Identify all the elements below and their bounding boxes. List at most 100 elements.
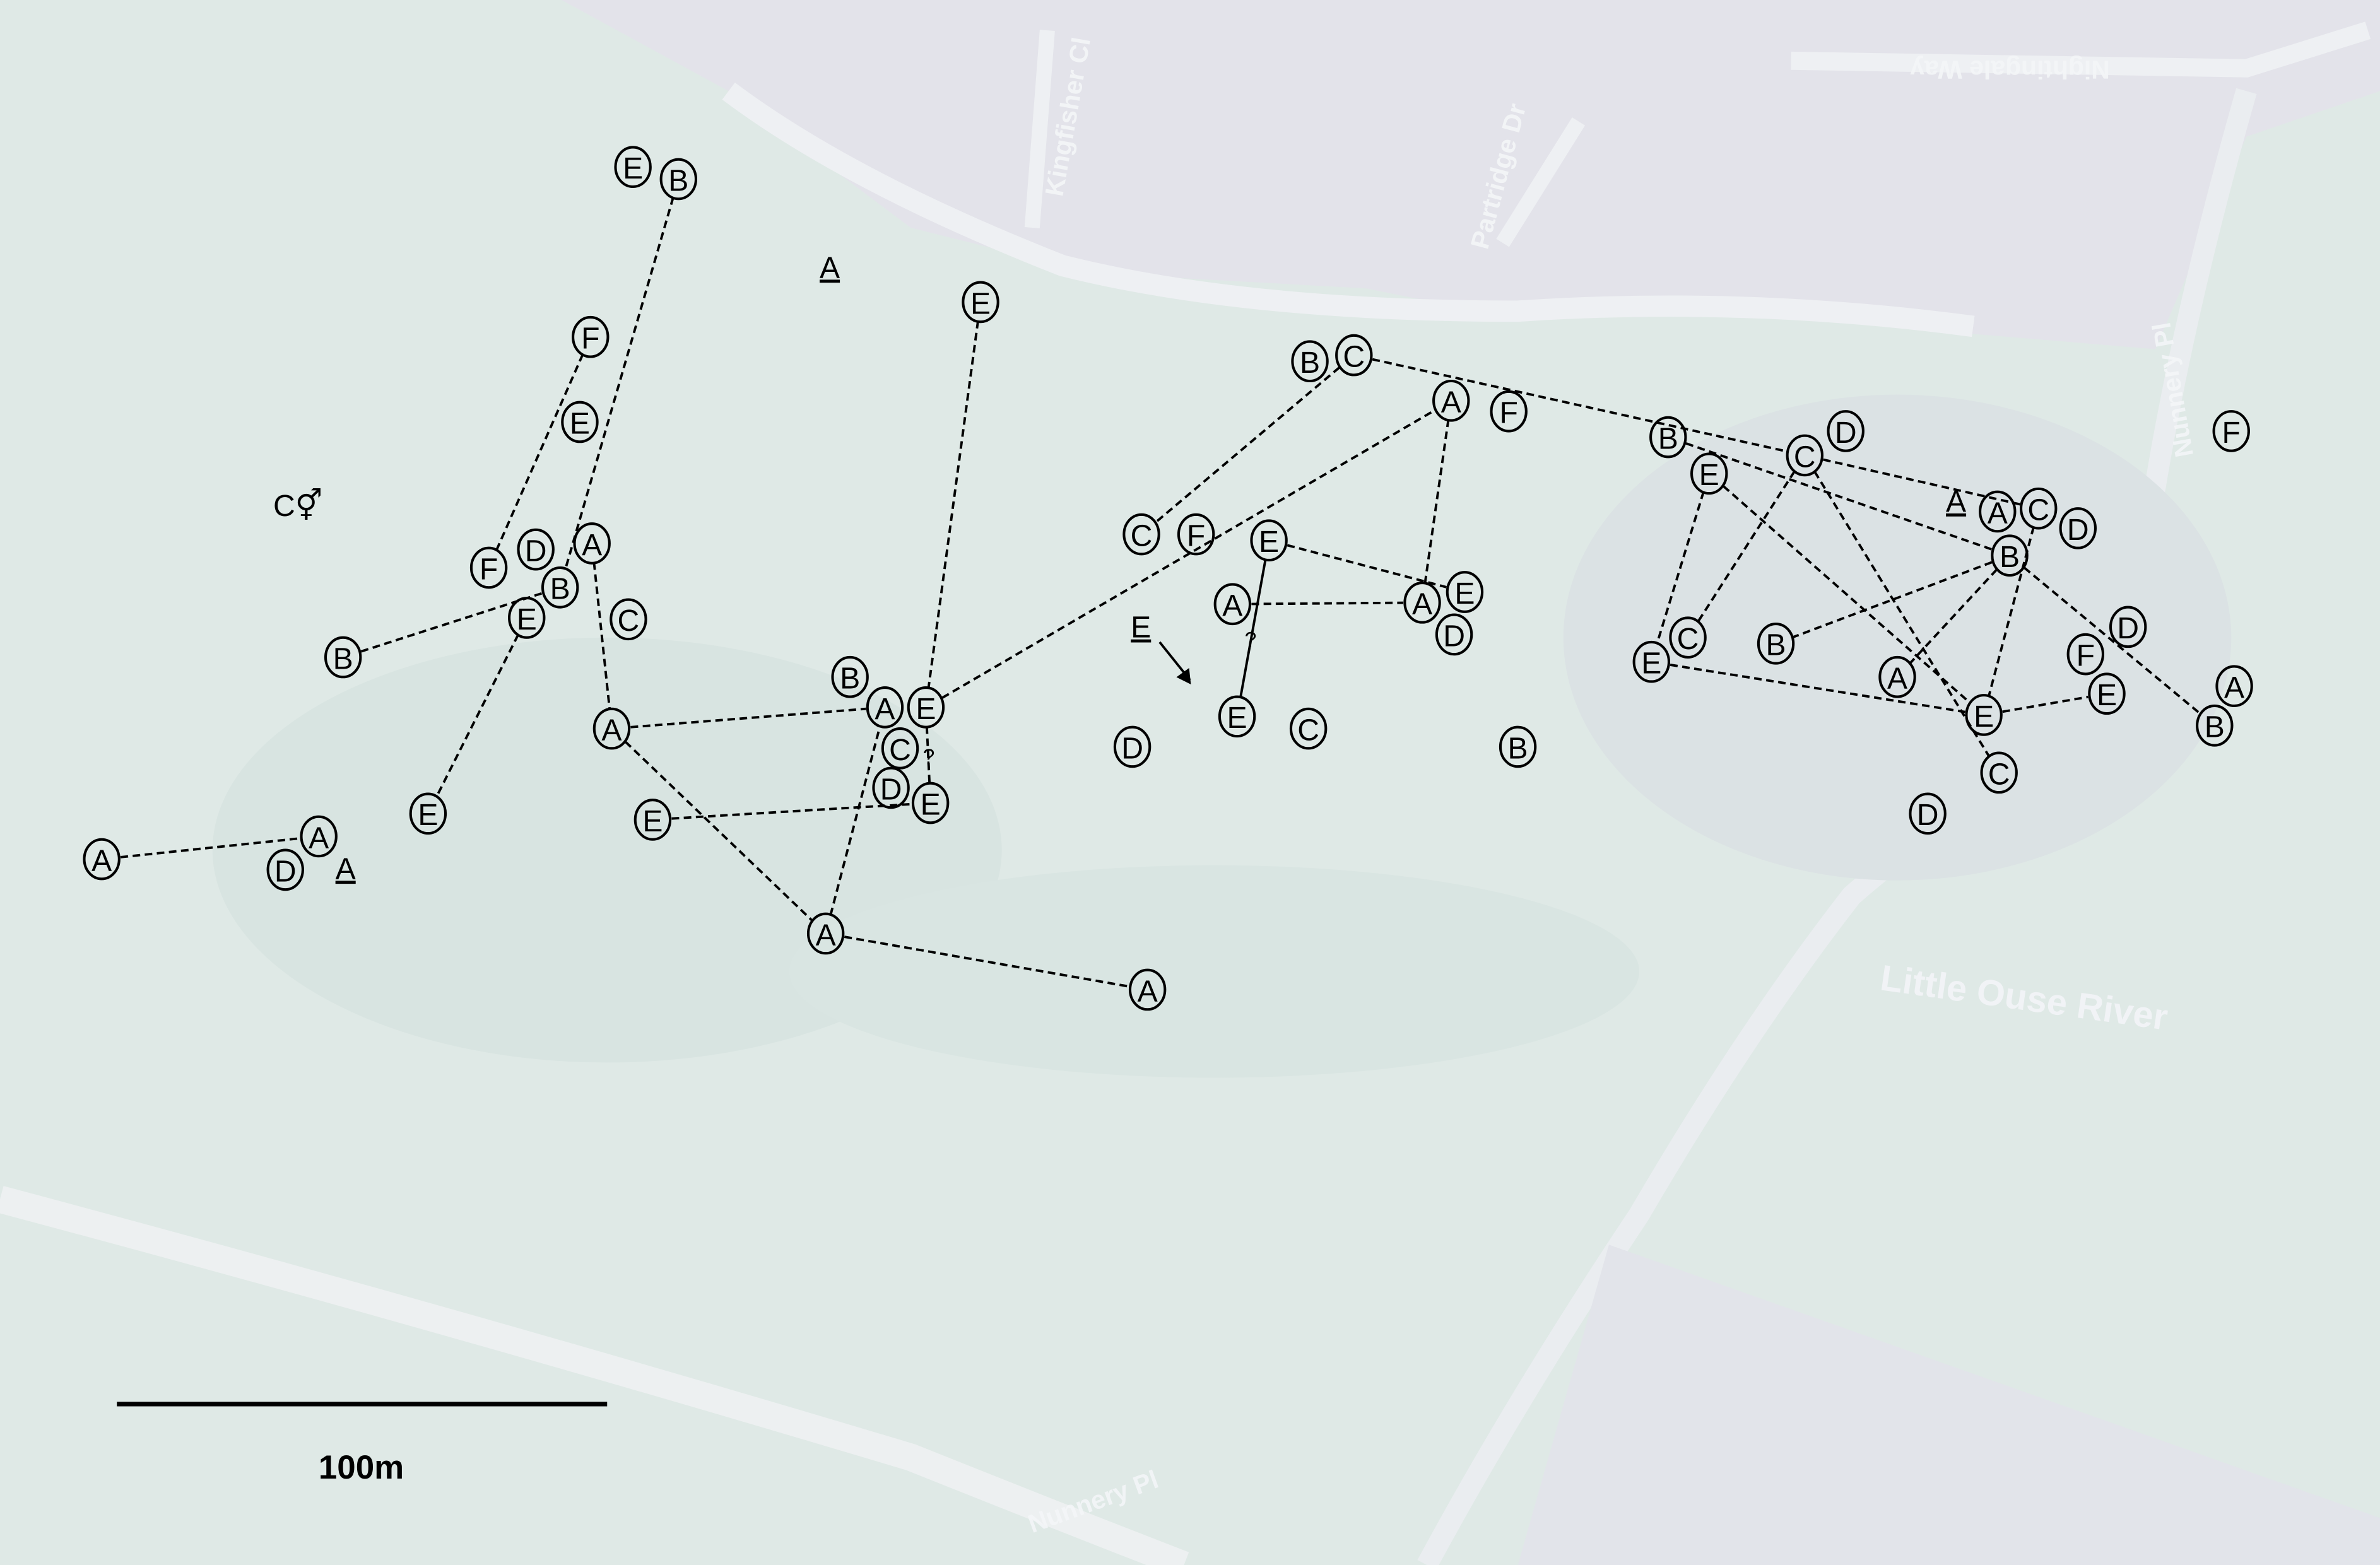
marker-d[interactable]: D	[2059, 507, 2097, 549]
marker-a[interactable]: A	[83, 838, 121, 881]
movement-link	[1793, 561, 1993, 638]
marker-label: A	[1441, 385, 1461, 419]
marker-e[interactable]: E	[2088, 672, 2126, 715]
marker-d[interactable]: D	[266, 848, 304, 891]
road	[1024, 30, 1055, 228]
urban-area	[1517, 1245, 2380, 1565]
marker-e[interactable]: E	[1690, 452, 1728, 495]
marker-label: D	[1121, 731, 1143, 765]
marker-e[interactable]: E	[1446, 571, 1484, 613]
marker-e[interactable]: E	[633, 799, 672, 841]
marker-e[interactable]: E	[907, 686, 945, 729]
marker-c[interactable]: C	[1669, 616, 1707, 659]
marker-e[interactable]: E	[1965, 694, 2003, 736]
marker-d[interactable]: D	[2109, 606, 2147, 648]
marker-b[interactable]: B	[831, 655, 869, 698]
marker-circle	[2066, 633, 2105, 676]
marker-a[interactable]: A	[592, 707, 631, 750]
marker-f[interactable]: F	[1490, 390, 1528, 433]
marker-c[interactable]: C	[1335, 334, 1373, 377]
marker-c[interactable]: C	[1980, 751, 2018, 794]
marker-label: A	[2224, 671, 2244, 705]
marker-d[interactable]: D	[1909, 792, 1947, 835]
marker-f[interactable]: F	[572, 315, 610, 358]
marker-a[interactable]: A	[1403, 582, 1441, 624]
marker-d[interactable]: D	[1435, 613, 1473, 656]
marker-a[interactable]: A	[573, 522, 611, 565]
marker-b[interactable]: B	[1291, 340, 1329, 383]
marker-c[interactable]: C	[881, 727, 919, 770]
marker-e[interactable]: E	[409, 792, 447, 835]
marker-circle	[1218, 695, 1256, 738]
marker-label: F	[581, 322, 599, 356]
marker-c[interactable]: C	[1122, 513, 1160, 556]
movement-link	[1155, 366, 1341, 524]
marker-e[interactable]: E	[1218, 695, 1256, 738]
marker-a[interactable]: A	[806, 912, 845, 955]
road	[0, 1186, 1189, 1565]
marker-a[interactable]: A	[1878, 655, 1916, 698]
movement-link	[1372, 358, 1787, 453]
marker-e[interactable]: E	[614, 146, 652, 189]
marker-circle	[1435, 613, 1473, 656]
marker-c[interactable]: C	[1786, 434, 1823, 477]
marker-circle	[2215, 665, 2253, 708]
marker-e[interactable]: E	[1632, 640, 1671, 683]
marker-circle	[1786, 434, 1823, 477]
marker-b[interactable]: B	[1499, 725, 1537, 768]
marker-e[interactable]: E	[962, 281, 999, 324]
marker-c[interactable]: C	[1289, 707, 1328, 750]
road-name-nightingale: Nightingale Way	[1910, 55, 2110, 84]
marker-e[interactable]: E	[508, 597, 546, 639]
marker-b[interactable]: B	[2196, 704, 2234, 747]
marker-circle	[1446, 571, 1484, 613]
marker-label: E	[1641, 647, 1661, 681]
sex-label: C⚥	[273, 488, 322, 523]
marker-b[interactable]: B	[1991, 534, 2029, 577]
marker-b[interactable]: B	[1757, 622, 1795, 665]
marker-circle	[1965, 694, 2003, 736]
marker-e[interactable]: E	[561, 401, 599, 443]
marker-label: F	[1187, 519, 1205, 553]
marker-e[interactable]: E	[1250, 519, 1288, 562]
marker-label: C	[1988, 757, 2010, 791]
marker-c[interactable]: C	[2020, 487, 2058, 530]
marker-circle	[1177, 513, 1215, 556]
marker-label: E	[1454, 577, 1475, 611]
marker-b[interactable]: B	[324, 636, 362, 679]
marker-circle	[1979, 490, 2017, 533]
marker-a[interactable]: A	[300, 815, 338, 858]
marker-d[interactable]: D	[1113, 725, 1152, 768]
marker-a[interactable]: A	[1979, 490, 2017, 533]
marker-e[interactable]: E	[911, 782, 950, 824]
marker-a[interactable]: A	[866, 686, 904, 729]
marker-label: D	[525, 534, 547, 568]
marker-d[interactable]: D	[517, 528, 555, 571]
marker-label: E	[1259, 525, 1279, 559]
arrow-icon	[1158, 641, 1191, 684]
marker-b[interactable]: B	[1649, 416, 1687, 459]
marker-a[interactable]: A	[2215, 665, 2253, 708]
marker-b[interactable]: B	[659, 158, 698, 201]
marker-a[interactable]: A	[1128, 968, 1167, 1011]
marker-circle	[1291, 340, 1329, 383]
road	[1791, 21, 2371, 78]
marker-f[interactable]: F	[469, 546, 508, 589]
marker-label: A	[1412, 587, 1432, 621]
marker-f[interactable]: F	[1177, 513, 1215, 556]
marker-f[interactable]: F	[2212, 410, 2250, 452]
marker-a[interactable]: A	[1213, 583, 1252, 626]
marker-f[interactable]: F	[2066, 633, 2105, 676]
marker-d[interactable]: D	[872, 766, 910, 809]
marker-circle	[2212, 410, 2250, 452]
road	[1496, 117, 1586, 247]
marker-b[interactable]: B	[541, 566, 579, 609]
marker-label: E	[418, 798, 438, 832]
marker-d[interactable]: D	[1827, 410, 1865, 452]
scale-bar-label: 100m	[319, 1449, 404, 1486]
marker-c[interactable]: C	[610, 598, 647, 641]
marker-label: B	[2205, 710, 2225, 744]
marker-a[interactable]: A	[1432, 379, 1470, 422]
marker-label: A	[1222, 589, 1242, 623]
